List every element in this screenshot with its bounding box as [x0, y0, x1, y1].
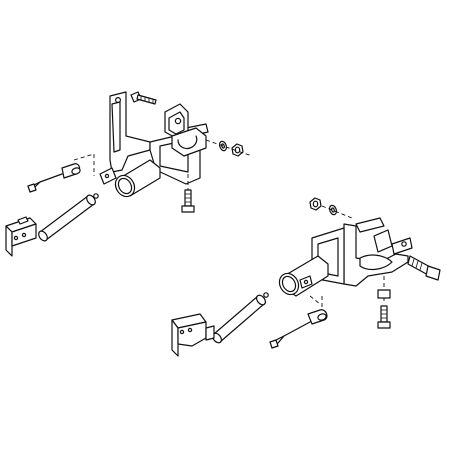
left-lynch-pin-cable: [27, 153, 95, 193]
left-nut-guide-line: [205, 139, 253, 157]
left-hex-nut: [231, 143, 244, 157]
left-hex-bolt: [181, 160, 195, 213]
right-hitch-pin: [211, 292, 269, 344]
left-hitch-receiver-tube: [99, 159, 161, 198]
right-hitch-receiver-tube: [278, 255, 329, 297]
right-lynch-pin-cable: [269, 295, 328, 349]
right-assembly: [171, 197, 441, 357]
right-drawbar-plate: [171, 313, 215, 357]
right-nut-guide-line: [321, 205, 353, 219]
left-drawbar-plate: [5, 216, 37, 257]
right-hex-bolt: [377, 276, 391, 329]
left-hitch-pin: [38, 193, 99, 242]
right-lock-washer: [328, 204, 338, 216]
left-lock-washer: [218, 140, 228, 152]
right-hex-nut: [309, 197, 322, 211]
left-assembly: [5, 91, 253, 257]
right-mount-bracket: [311, 217, 413, 287]
left-carriage-bolt: [130, 91, 157, 105]
right-carriage-bolt: [407, 255, 441, 281]
left-u-clamp: [164, 103, 207, 157]
